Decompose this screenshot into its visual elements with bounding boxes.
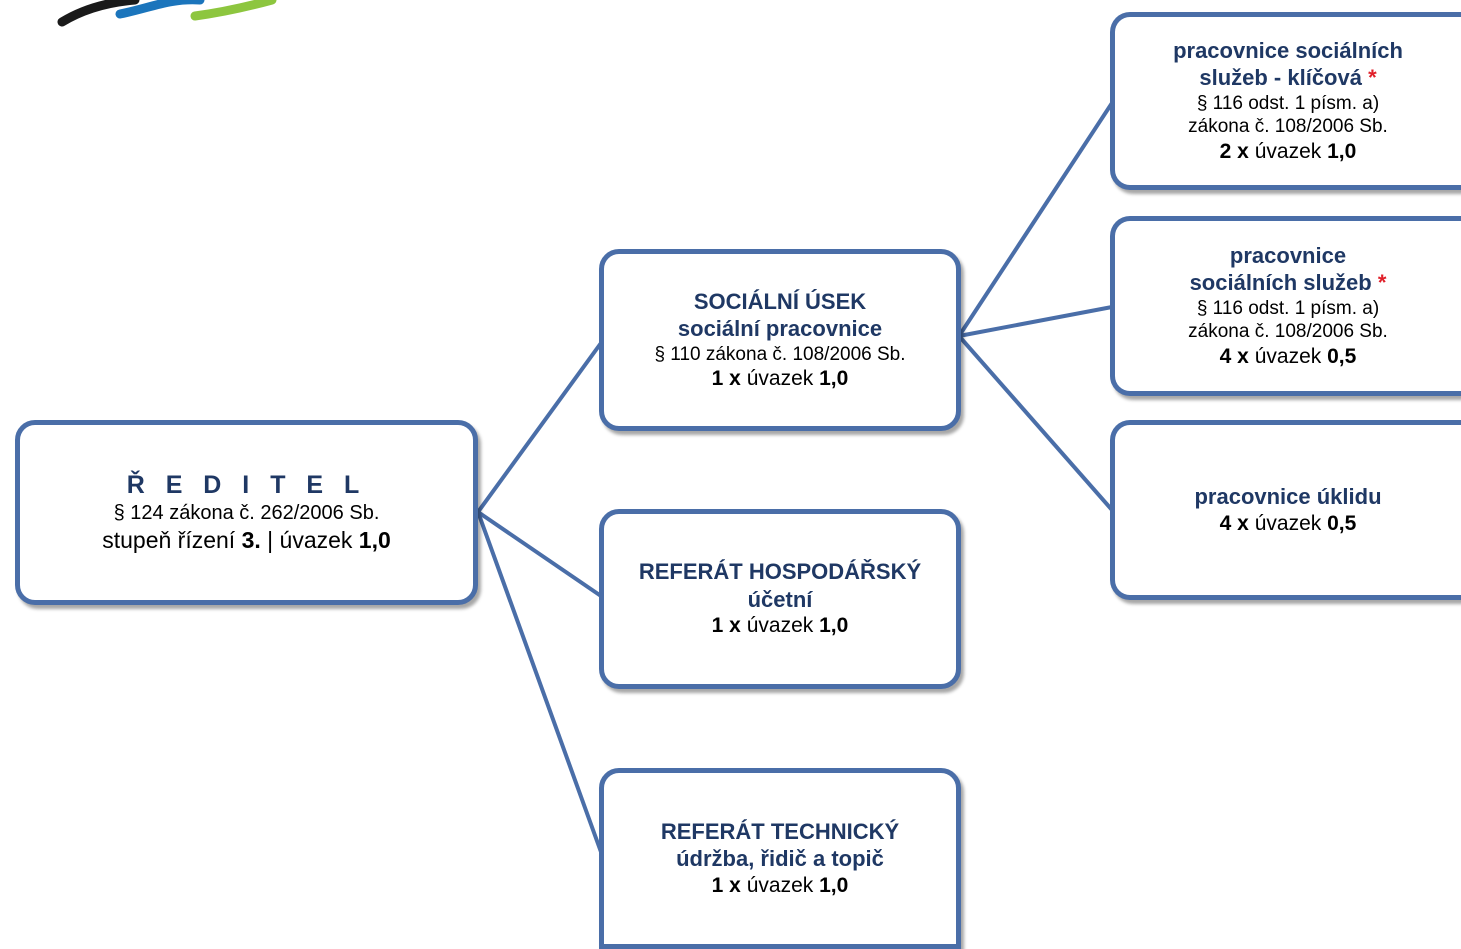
reditel-level-value: 3.	[241, 527, 261, 554]
klicova-ftr-text: úvazek	[1254, 140, 1322, 164]
logo-blue-wave	[115, 0, 205, 19]
node-pracovnice-klicova: pracovnice sociálních služeb - klíčová *…	[1110, 12, 1461, 190]
klicova-title-line2-wrap: služeb - klíčová *	[1199, 64, 1376, 92]
socialnich-law-line2: zákona č. 108/2006 Sb.	[1188, 321, 1388, 343]
socialni-usek-ftr-value: 1,0	[819, 367, 849, 391]
wave-logo-icon	[57, 0, 277, 27]
referat-hospodarsky-subtitle: účetní	[747, 586, 813, 612]
logo-dark-wave	[57, 0, 140, 27]
referat-technicky-subtitle: údržba, řidič a topič	[676, 846, 884, 872]
socialni-usek-law: § 110 zákona č. 108/2006 Sb.	[654, 343, 906, 365]
klicova-count: 2 x	[1219, 140, 1249, 164]
node-pracovnice-socialnich: pracovnice sociálních služeb * § 116 ods…	[1110, 216, 1461, 396]
reditel-level-text: stupeň řízení	[102, 527, 236, 554]
socialnich-ftr-line: 4 x úvazek 0,5	[1220, 344, 1357, 370]
klicova-asterisk: *	[1368, 65, 1377, 91]
uklidu-ftr-line: 4 x úvazek 0,5	[1220, 511, 1357, 537]
socialni-usek-ftr-text: úvazek	[746, 367, 814, 391]
reditel-separator: |	[267, 527, 274, 554]
klicova-law-line1: § 116 odst. 1 písm. a)	[1196, 92, 1380, 114]
socialnich-ftr-text: úvazek	[1254, 345, 1322, 369]
connector-usek-klicova	[957, 101, 1114, 338]
logo-green-wave	[190, 0, 277, 21]
socialni-usek-subtitle: sociální pracovnice	[677, 316, 883, 341]
node-pracovnice-uklidu: pracovnice úklidu 4 x úvazek 0,5	[1110, 420, 1461, 600]
reditel-level-line: stupeň řízení 3. | úvazek 1,0	[102, 526, 391, 555]
socialnich-ftr-value: 0,5	[1327, 345, 1357, 369]
referat-hospodarsky-title: REFERÁT HOSPODÁŘSKÝ	[638, 559, 922, 585]
reditel-ftr-text: úvazek	[279, 527, 353, 554]
node-referat-technicky: REFERÁT TECHNICKÝ údržba, řidič a topič …	[599, 768, 961, 949]
referat-technicky-ftr-text: úvazek	[746, 873, 814, 897]
connector-reditel-socialni-usek	[476, 341, 603, 514]
socialnich-title-line1: pracovnice	[1229, 242, 1347, 268]
referat-technicky-ftr-value: 1,0	[819, 873, 849, 897]
socialnich-law-line1: § 116 odst. 1 písm. a)	[1196, 297, 1380, 319]
uklidu-ftr-value: 0,5	[1327, 511, 1357, 535]
socialni-usek-count: 1 x	[711, 367, 741, 391]
socialnich-count: 4 x	[1219, 345, 1249, 369]
referat-technicky-title: REFERÁT TECHNICKÝ	[660, 818, 900, 844]
connector-reditel-referat-hospodarsky	[476, 510, 603, 598]
node-referat-hospodarsky: REFERÁT HOSPODÁŘSKÝ účetní 1 x úvazek 1,…	[599, 509, 961, 689]
reditel-title: Ř E D I T E L	[126, 471, 367, 499]
uklidu-count: 4 x	[1219, 511, 1249, 535]
klicova-ftr-line: 2 x úvazek 1,0	[1220, 139, 1357, 165]
klicova-title-line2: služeb - klíčová	[1199, 65, 1362, 91]
connector-usek-uklidu	[957, 334, 1114, 512]
referat-hospodarsky-count: 1 x	[711, 614, 741, 638]
referat-hospodarsky-ftr-value: 1,0	[819, 614, 849, 638]
uklidu-title: pracovnice úklidu	[1194, 484, 1382, 510]
reditel-law: § 124 zákona č. 262/2006 Sb.	[113, 502, 380, 525]
klicova-ftr-value: 1,0	[1327, 140, 1357, 164]
node-reditel: Ř E D I T E L § 124 zákona č. 262/2006 S…	[15, 420, 478, 605]
klicova-title-line1: pracovnice sociálních	[1173, 37, 1403, 63]
socialnich-title-line2-wrap: sociálních služeb *	[1190, 269, 1387, 297]
referat-hospodarsky-ftr-line: 1 x úvazek 1,0	[712, 613, 849, 639]
connector-reditel-referat-technicky	[476, 511, 603, 853]
socialnich-title-line2: sociálních služeb	[1189, 270, 1372, 296]
socialnich-asterisk: *	[1377, 270, 1387, 296]
referat-technicky-count: 1 x	[711, 873, 741, 897]
node-socialni-usek: SOCIÁLNÍ ÚSEK sociální pracovnice § 110 …	[599, 249, 961, 431]
socialni-usek-ftr-line: 1 x úvazek 1,0	[712, 366, 849, 392]
socialni-usek-title: SOCIÁLNÍ ÚSEK	[693, 288, 867, 314]
klicova-law-line2: zákona č. 108/2006 Sb.	[1188, 116, 1388, 138]
reditel-ftr-value: 1,0	[358, 527, 391, 554]
referat-hospodarsky-ftr-text: úvazek	[746, 614, 814, 638]
referat-technicky-ftr-line: 1 x úvazek 1,0	[712, 873, 849, 899]
connector-usek-socialnich	[958, 305, 1113, 338]
uklidu-ftr-text: úvazek	[1254, 511, 1322, 535]
